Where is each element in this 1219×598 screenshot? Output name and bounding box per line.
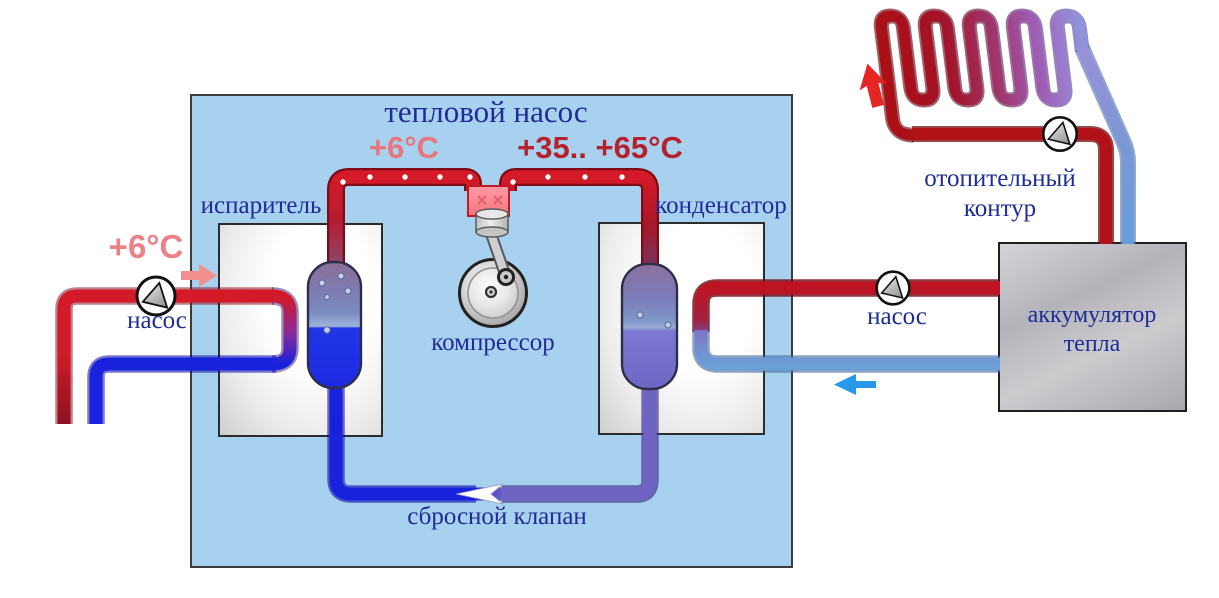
- relief-valve-label: сбросной клапан: [407, 503, 587, 530]
- evaporator-temperature: +6°C: [368, 130, 440, 165]
- compressor-assembly: [458, 185, 528, 328]
- evaporator-vessel: [306, 260, 363, 390]
- page-title: тепловой насос: [384, 94, 588, 129]
- source-loop-pipes: [55, 287, 299, 424]
- pipe-rivet-dots: [340, 174, 625, 185]
- evaporator-label: испаритель: [200, 192, 322, 219]
- refrigerant-hot-pipe-right: [499, 168, 659, 266]
- accumulator-label-line2: тепла: [1063, 331, 1121, 357]
- heating-circuit-label-line1: отопительный: [924, 165, 1076, 192]
- circuit-pump-icon: [1041, 115, 1079, 153]
- source-flow-arrow-icon: [181, 264, 217, 287]
- condenser-label: конденсатор: [655, 192, 787, 219]
- heating-pump-label: насос: [867, 303, 927, 330]
- refrigerant-cold-pipe: [327, 385, 659, 505]
- compressor-label: компрессор: [431, 329, 555, 356]
- source-pump-label: насос: [127, 307, 187, 334]
- heating-return-pipe: [1074, 44, 1136, 244]
- condenser-vessel: [620, 262, 679, 391]
- condenser-temperature: +35.. +65°C: [517, 130, 683, 165]
- source-temperature: +6°C: [108, 228, 184, 265]
- refrigerant-hot-pipe-left: [327, 168, 482, 266]
- heating-pump-icon: [875, 270, 911, 306]
- heat-accumulator-box: [998, 242, 1187, 412]
- accumulator-label-line1: аккумулятор: [1027, 302, 1157, 328]
- return-flow-arrow-icon: [834, 374, 876, 395]
- heating-water-pipes: [692, 279, 1000, 373]
- heating-circuit-label-line2: контур: [963, 195, 1037, 222]
- heating-flow-arrow-icon: [859, 63, 887, 108]
- radiator-coil: [873, 8, 1090, 143]
- heating-supply-pipe: [912, 126, 1114, 244]
- compressor-piston: [475, 208, 509, 238]
- relief-valve-icon: [455, 483, 504, 505]
